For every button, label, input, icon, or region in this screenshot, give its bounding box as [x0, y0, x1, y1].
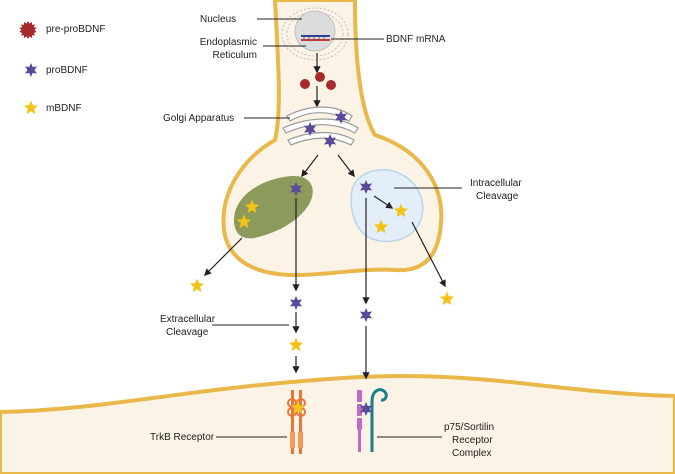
red-sunburst-icon	[19, 21, 37, 39]
postsynaptic-membrane	[0, 374, 675, 474]
probdnf-icon	[334, 110, 348, 124]
label-bdnf-mrna: BDNF mRNA	[386, 34, 446, 45]
label-intracellular-line1: Intracellular	[470, 178, 522, 189]
arrow-green-release-left	[203, 237, 243, 277]
purple-star-icon	[24, 63, 38, 77]
label-nucleus: Nucleus	[200, 14, 236, 25]
probdnf-icon	[323, 134, 337, 148]
nucleus	[294, 10, 336, 52]
label-p75-line1: p75/Sortilin	[444, 422, 494, 433]
bdnf-mrna-icon	[301, 35, 330, 41]
pre-probdnf-icon	[326, 80, 336, 90]
p75-sortilin-complex	[357, 388, 388, 452]
label-er-line1: Endoplasmic	[200, 37, 257, 48]
label-golgi: Golgi Apparatus	[163, 113, 234, 124]
probdnf-icon	[303, 122, 317, 136]
label-p75-line2: Receptor	[452, 435, 493, 446]
mbdnf-icon	[290, 400, 306, 415]
legend-label-pre-probdnf: pre-proBDNF	[46, 24, 105, 35]
molecule-layer	[189, 110, 455, 416]
label-intracellular-line2: Cleavage	[476, 191, 519, 202]
label-extracellular-line2: Cleavage	[166, 327, 209, 338]
legend: pre-proBDNF proBDNF mBDNF	[19, 21, 105, 115]
pre-probdnf-icon	[300, 79, 310, 89]
mbdnf-icon	[236, 214, 252, 229]
probdnf-icon	[289, 296, 303, 310]
mbdnf-icon	[288, 337, 304, 352]
mbdnf-icon	[244, 199, 260, 214]
arrow-golgi-to-blue-vesicle	[337, 154, 355, 178]
arrow-blue-release-right	[411, 221, 446, 288]
label-trkb: TrkB Receptor	[150, 432, 215, 443]
legend-label-mbdnf: mBDNF	[46, 103, 82, 114]
label-p75-line3: Complex	[452, 448, 491, 459]
arrow-golgi-to-green-vesicle	[301, 154, 319, 178]
mbdnf-icon	[439, 291, 455, 306]
arrow-intracellular-cleavage	[373, 195, 394, 209]
mbdnf-icon	[373, 219, 389, 234]
yellow-star-icon	[23, 100, 39, 115]
pre-probdnf-icon	[315, 72, 325, 82]
label-extracellular-line1: Extracellular	[160, 314, 216, 325]
probdnf-icon	[359, 308, 373, 322]
mbdnf-icon	[393, 203, 409, 218]
label-er-line2: Reticulum	[213, 50, 257, 61]
probdnf-icon	[359, 402, 373, 416]
leader-lines	[212, 18, 462, 438]
mbdnf-icon	[189, 278, 205, 293]
probdnf-icon	[359, 180, 373, 194]
legend-label-probdnf: proBDNF	[46, 65, 88, 76]
probdnf-icon	[289, 182, 303, 196]
